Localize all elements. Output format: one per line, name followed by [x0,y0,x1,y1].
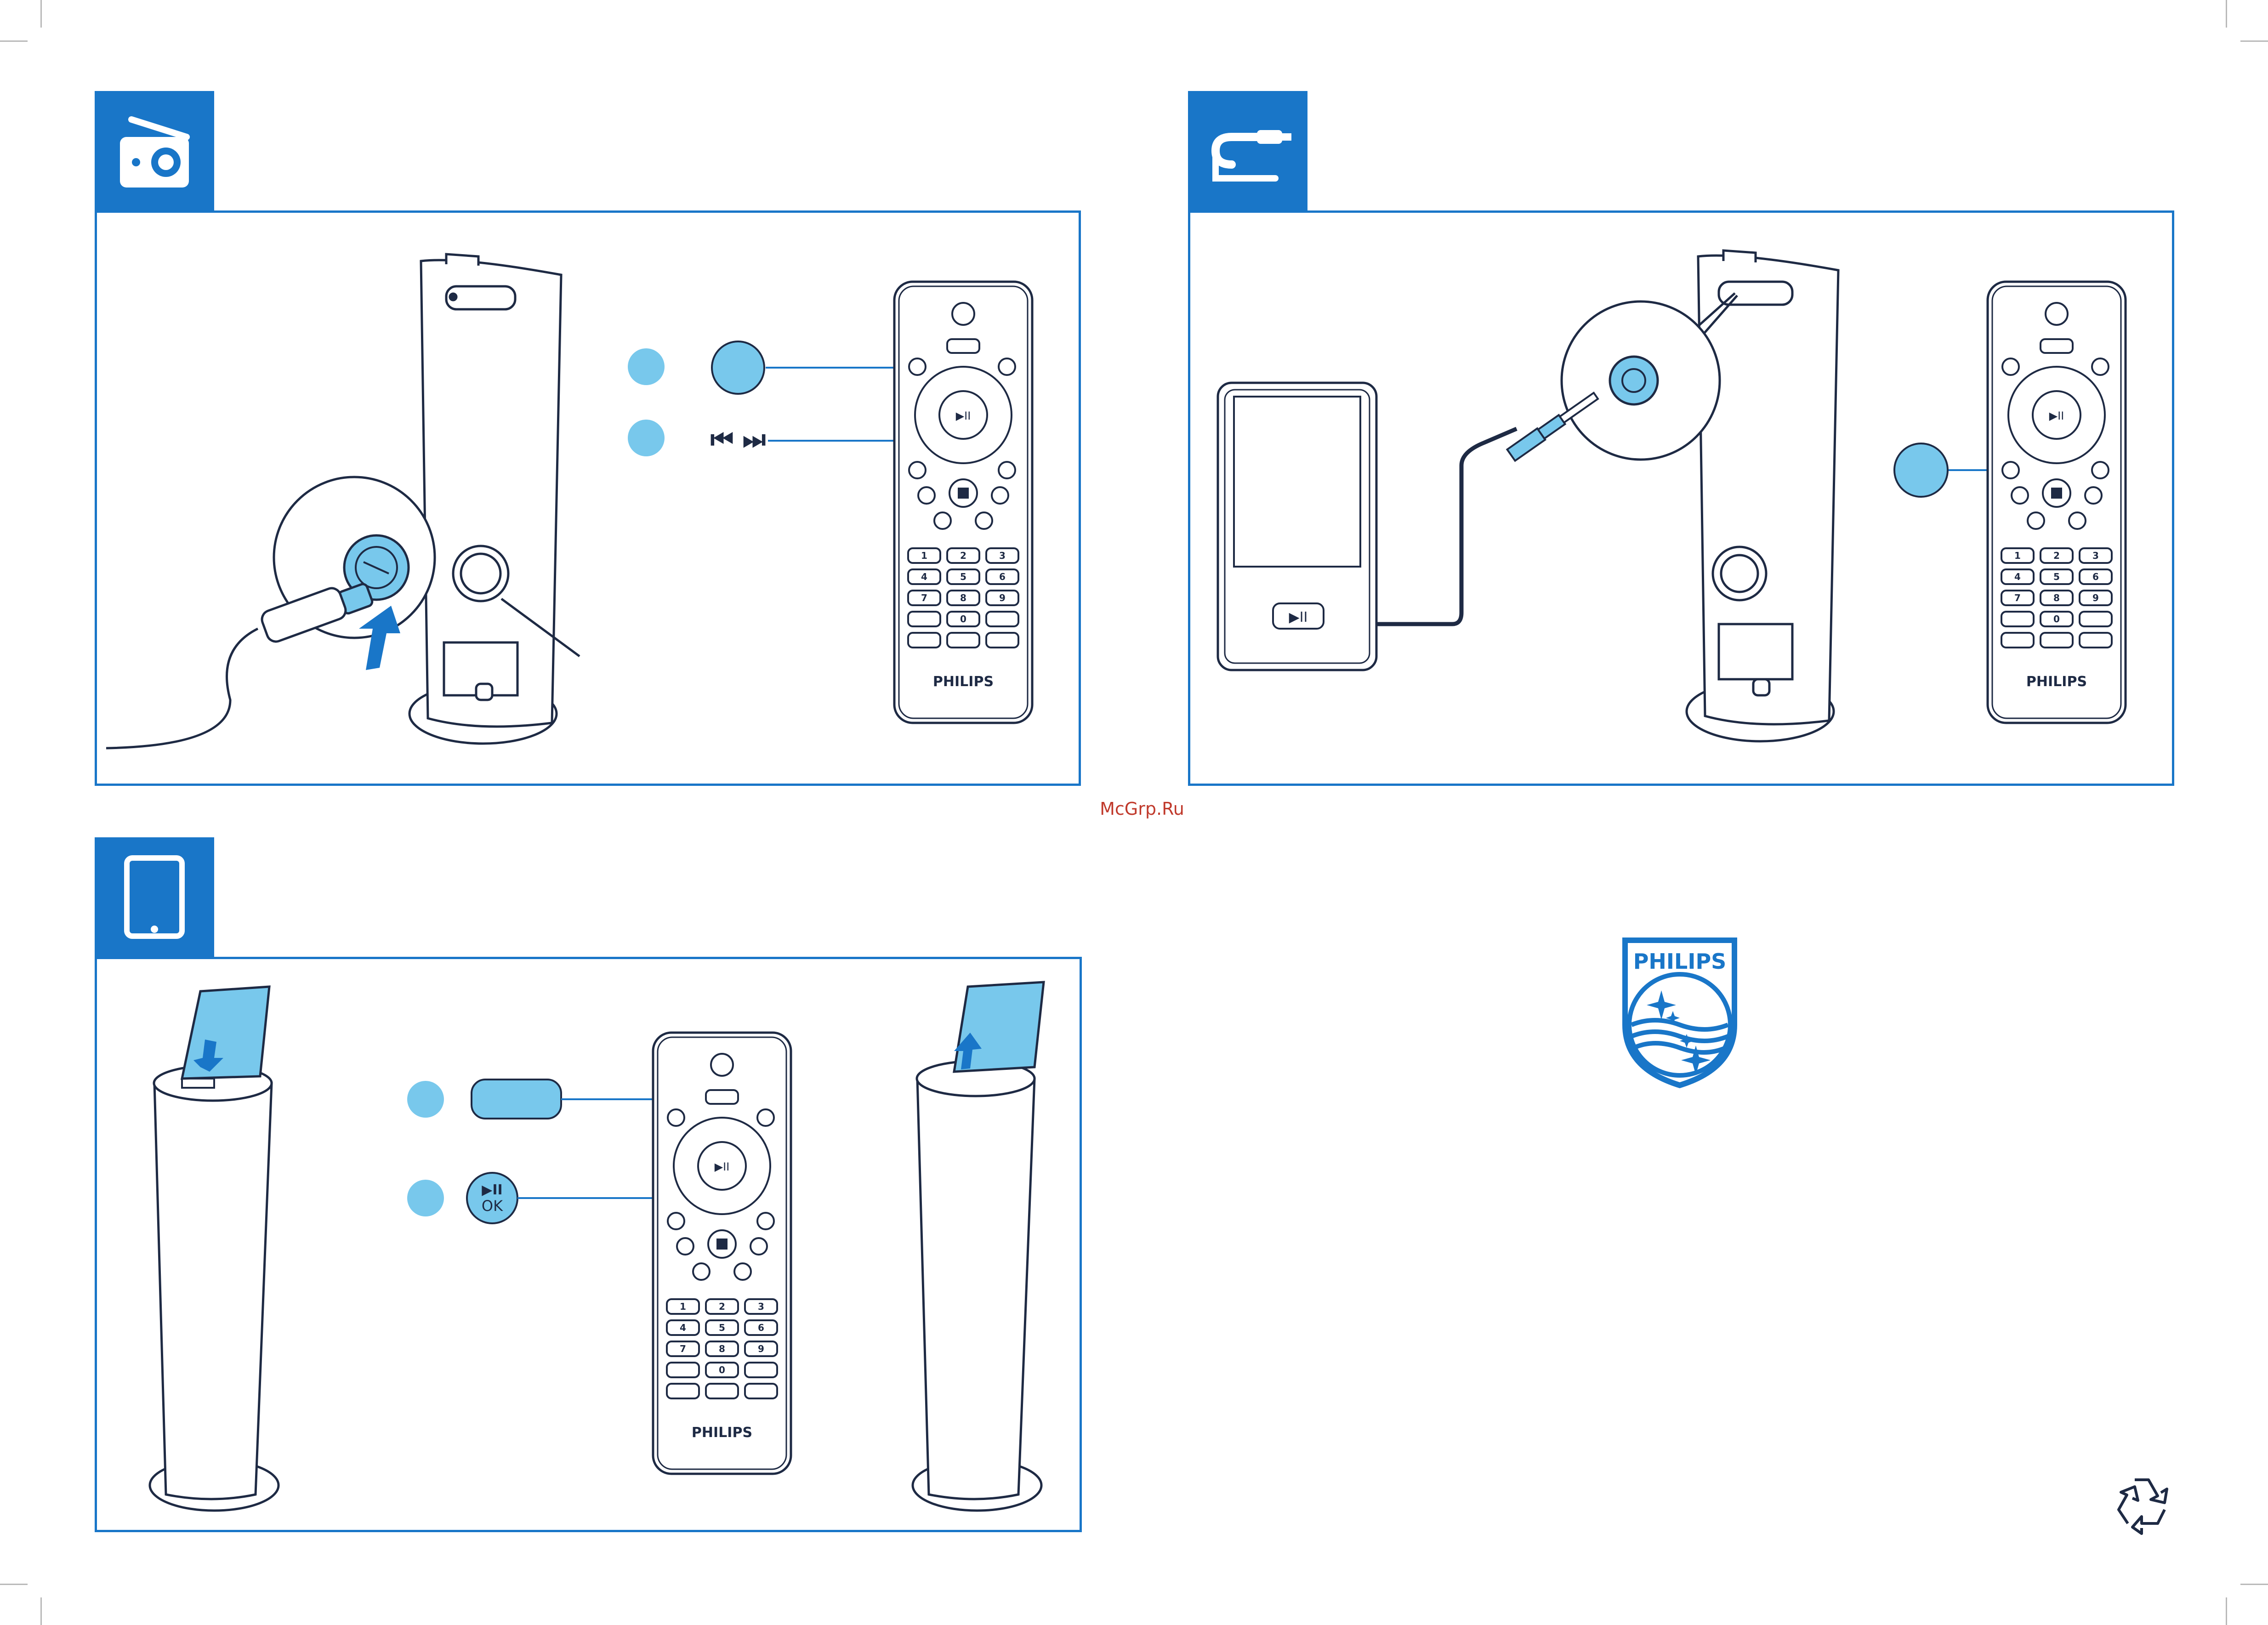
svg-text:6: 6 [2092,571,2099,582]
svg-text:4: 4 [2014,571,2021,582]
svg-text:0: 0 [2053,614,2060,625]
step-2-circle [628,420,665,456]
svg-text:2: 2 [719,1301,725,1312]
section-audio-in-panel: ▶II [1188,210,2174,786]
remote-control: ▶II 1 2 3 4 5 6 7 8 9 0 PHILIPS [653,1033,791,1474]
speaker-tower-dock-insert [150,987,279,1511]
remote-control: ▶II 1 2 3 4 5 6 7 8 9 0 PHILIPS [894,282,1032,723]
media-player: ▶II [1218,383,1376,670]
section-dock-panel: ▶II OK ▶II [95,957,1082,1532]
svg-text:0: 0 [960,614,966,625]
svg-text:9: 9 [999,592,1006,603]
skip-buttons-label: ⏮ ⏭ [711,425,766,455]
svg-text:3: 3 [2092,550,2099,561]
philips-shield-logo: PHILIPS [1618,933,1742,1091]
svg-text:▶II: ▶II [956,409,971,422]
crop-mark [2226,1597,2227,1625]
remote-brand: PHILIPS [2026,674,2087,690]
crop-mark [2240,40,2268,42]
crop-mark [0,1584,28,1585]
svg-text:7: 7 [921,592,927,603]
svg-text:8: 8 [719,1343,725,1354]
svg-text:5: 5 [960,571,966,582]
svg-text:8: 8 [2053,592,2060,603]
remote-brand: PHILIPS [692,1425,752,1441]
svg-text:5: 5 [719,1322,725,1333]
source-button-callout [472,1080,561,1119]
svg-text:3: 3 [999,550,1006,561]
svg-text:4: 4 [680,1322,686,1333]
step-2-circle [407,1180,444,1216]
speaker-tower [1687,250,1838,741]
crop-mark [40,0,42,28]
step-1-circle [407,1081,444,1118]
speaker-tower-dock-remove [913,982,1044,1511]
svg-text:4: 4 [921,571,927,582]
section-radio-panel: ⏮ ⏭ ▶II [95,210,1081,786]
svg-text:3: 3 [758,1301,764,1312]
recycle-icon [2109,1473,2174,1535]
svg-text:▶II: ▶II [2049,409,2064,422]
play-ok-label: OK [482,1197,503,1215]
svg-text:9: 9 [758,1343,764,1354]
logo-brand-text: PHILIPS [1633,949,1727,974]
crop-mark [2226,0,2227,28]
player-play-button: ▶II [1289,609,1308,625]
svg-text:6: 6 [758,1322,764,1333]
svg-text:8: 8 [960,592,966,603]
radio-icon [95,91,214,210]
tablet-icon [95,837,214,957]
step-1-circle [628,348,665,385]
crop-mark [40,1597,42,1625]
crop-mark [2240,1584,2268,1585]
crop-mark [0,40,28,42]
speaker-tower [409,254,561,744]
cable-plug-icon [1188,91,1307,210]
section-dock-tab [95,837,214,957]
svg-text:7: 7 [2014,592,2021,603]
source-button-callout [1894,443,1948,497]
remote-control: ▶II 1 2 3 4 5 6 7 8 9 0 PHILIPS [1988,282,2126,723]
svg-text:▶II: ▶II [715,1160,730,1173]
remote-brand: PHILIPS [933,674,994,690]
svg-text:2: 2 [960,550,966,561]
fm-source-button-callout [712,341,764,394]
svg-text:1: 1 [680,1301,686,1312]
section-audio-in-tab [1188,91,1307,210]
section-radio-tab [95,91,214,210]
svg-text:1: 1 [921,550,927,561]
svg-text:9: 9 [2092,592,2099,603]
play-ok-symbol: ▶II [482,1182,502,1198]
svg-text:6: 6 [999,571,1006,582]
svg-text:1: 1 [2014,550,2021,561]
svg-text:0: 0 [719,1364,725,1375]
svg-text:5: 5 [2053,571,2060,582]
svg-text:2: 2 [2053,550,2060,561]
svg-text:7: 7 [680,1343,686,1354]
watermark-text: McGrp.Ru [1091,799,1193,819]
